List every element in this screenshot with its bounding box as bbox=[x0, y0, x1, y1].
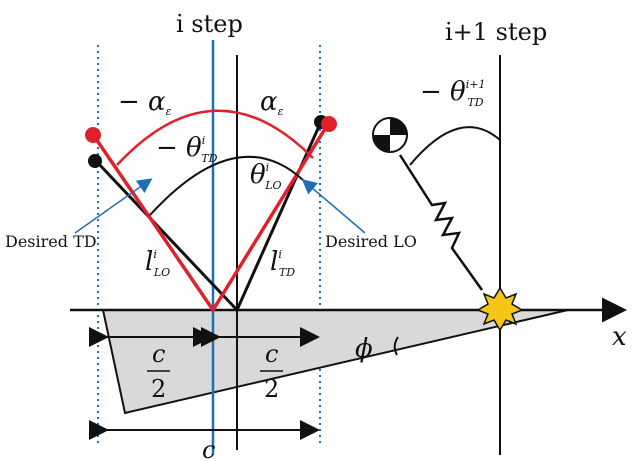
c-half-right-den: 2 bbox=[264, 375, 279, 403]
spring-leg bbox=[398, 154, 484, 291]
desired-td-arrow bbox=[74, 178, 153, 234]
red-mass-right bbox=[321, 116, 337, 132]
red-legs bbox=[92, 123, 330, 314]
contact-burst bbox=[476, 286, 524, 332]
phi-arc bbox=[393, 336, 399, 356]
i1-step-label: i+1 step bbox=[445, 18, 547, 46]
desired-lo-label: Desired LO bbox=[325, 232, 417, 251]
alpha-label: αε bbox=[260, 87, 284, 118]
desired-lo-arrow bbox=[301, 179, 366, 234]
leg-lo bbox=[95, 160, 239, 312]
c-full-label: c bbox=[202, 436, 215, 461]
c-half-left-num: c bbox=[152, 340, 165, 368]
x-axis-label: x bbox=[612, 322, 627, 352]
theta-arc-next bbox=[409, 126, 501, 166]
alpha-arc bbox=[116, 109, 314, 166]
phi-label: ϕ bbox=[355, 334, 373, 364]
i-step-label: i step bbox=[176, 10, 243, 38]
desired-td-label: Desired TD bbox=[5, 232, 97, 251]
neg-alpha-label: − αε bbox=[118, 87, 172, 118]
c-half-left-den: 2 bbox=[151, 375, 166, 403]
c-half-right-num: c bbox=[265, 340, 278, 368]
red-mass-left bbox=[85, 127, 101, 143]
leg-lo-mass bbox=[88, 154, 102, 168]
com-marker-q3 bbox=[373, 135, 390, 152]
leg-td bbox=[235, 123, 322, 311]
theta-arc bbox=[149, 155, 304, 216]
com-marker-q1 bbox=[390, 118, 407, 135]
